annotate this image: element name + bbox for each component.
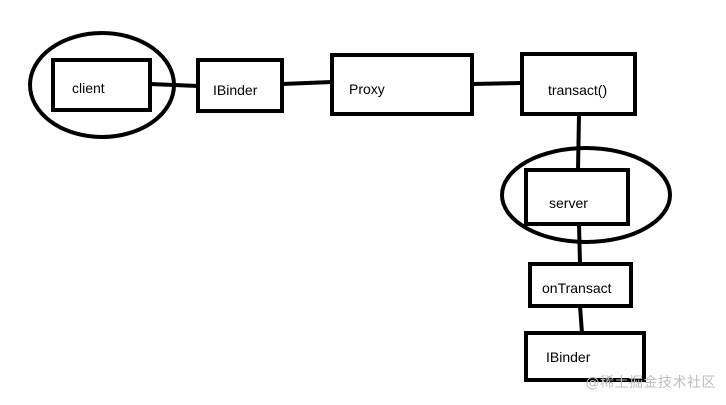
server-box — [524, 168, 630, 226]
edge-proxy-transact — [470, 81, 524, 86]
server-highlight-ellipse — [500, 146, 672, 244]
client-highlight-ellipse — [28, 31, 176, 139]
ontransact-box — [528, 262, 633, 308]
ibinder-bottom-box — [524, 331, 646, 382]
client-box — [51, 58, 152, 112]
server-label: server — [549, 195, 588, 211]
transact-label: transact() — [548, 82, 607, 98]
proxy-box — [330, 53, 474, 116]
edge-transact-server — [576, 113, 581, 172]
watermark: @稀土掘金技术社区 — [585, 375, 716, 391]
edge-ibinder-proxy — [280, 80, 334, 86]
ibinder-bottom-label: IBinder — [546, 349, 591, 365]
ibinder-top-box — [196, 58, 284, 113]
ibinder-top-label: IBinder — [213, 82, 258, 98]
proxy-label: Proxy — [349, 81, 385, 97]
client-label: client — [72, 80, 105, 96]
transact-box — [520, 52, 637, 116]
ontransact-label: onTransact — [542, 280, 612, 296]
edge-server-ontransact — [577, 222, 582, 266]
edge-ontransact-ibinder — [578, 304, 584, 335]
